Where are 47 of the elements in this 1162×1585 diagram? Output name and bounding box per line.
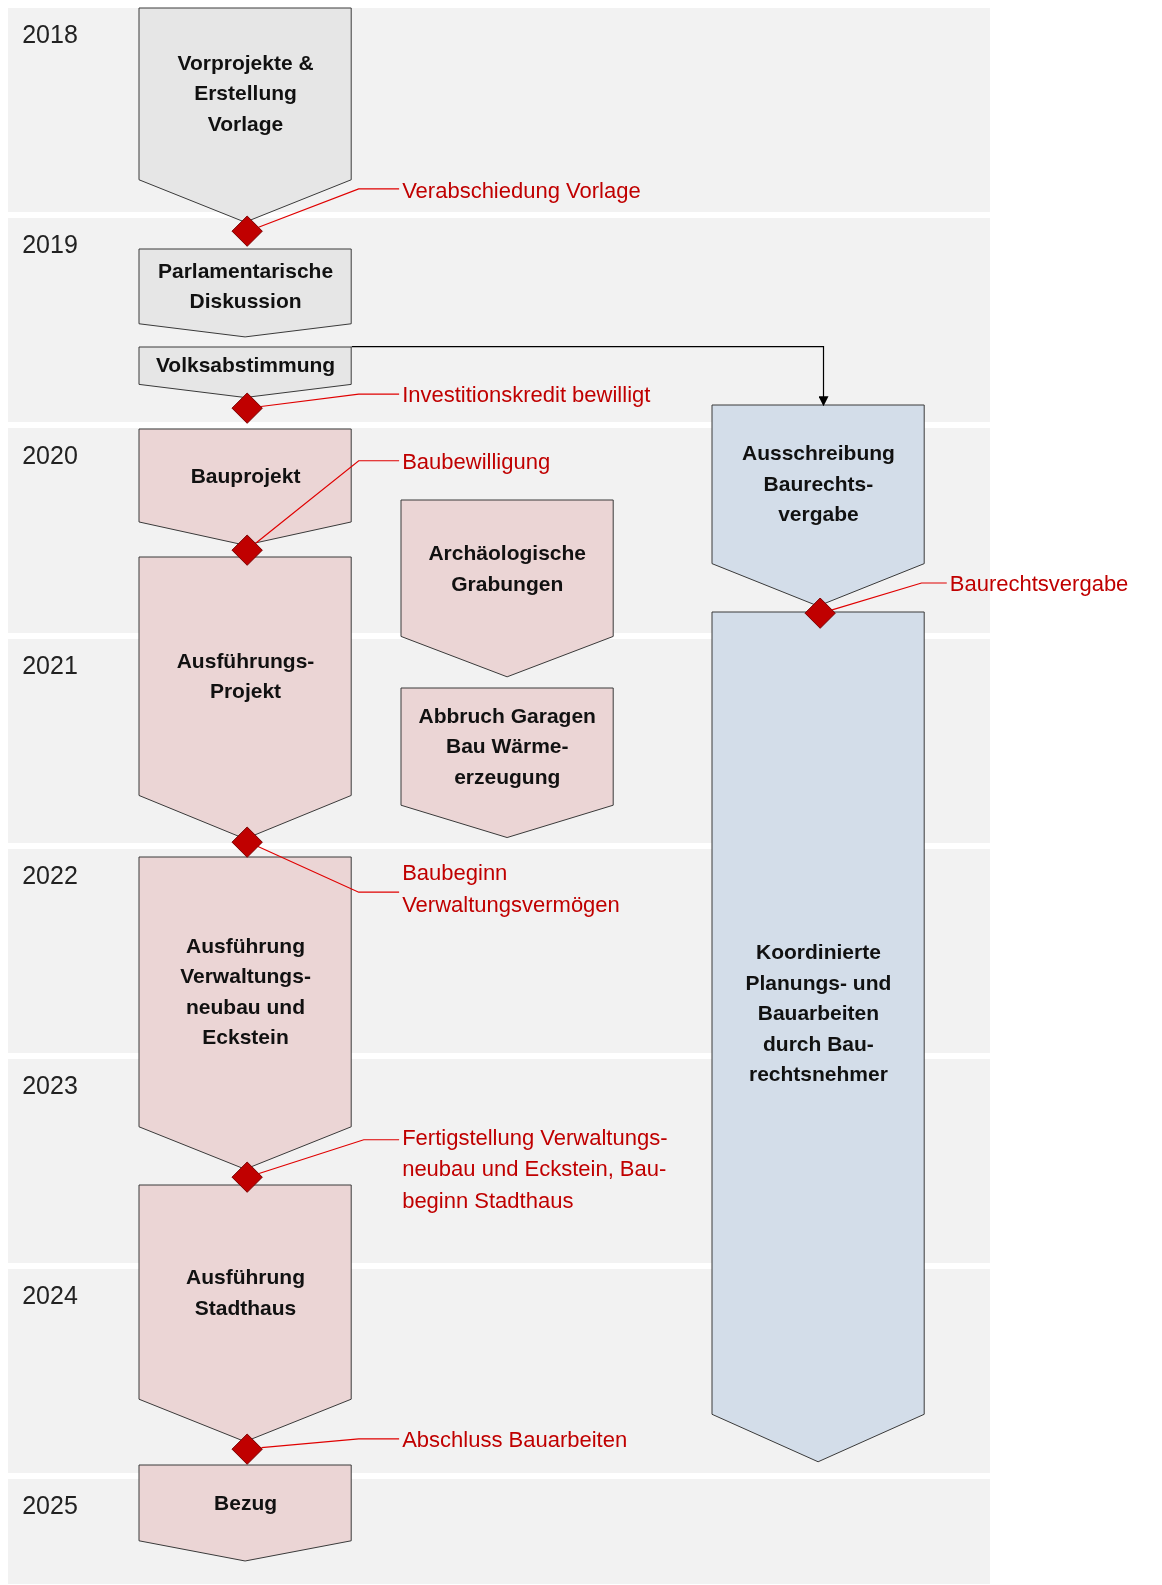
phase-label: Ausführungs- Projekt [175,647,316,704]
leader-line [260,393,400,408]
milestone-label: Investitionskredit bewilligt [402,378,651,411]
phase-label: Ausschreibung Baurechts- vergabe [741,440,896,528]
leader-line [255,460,400,544]
milestone-diamond [232,1433,263,1465]
phase-block [139,1185,352,1442]
milestone-label: Verabschiedung Vorlage [402,174,641,207]
milestone-diamond [805,598,836,629]
arrow [351,345,829,407]
phase-block [139,8,352,223]
year-label: 2018 [22,20,78,50]
milestone-label: Abschluss Bauarbeiten [402,1423,628,1456]
phase-label: Parlamentarische Diskussion [157,257,335,314]
phase-label: Abbruch Garagen Bau Wärme- erzeugung [417,703,597,790]
milestone-label: Baubeginn Verwaltungsvermögen [402,856,655,921]
year-label: 2022 [22,860,78,890]
phase-label: Ausführung Stadthaus [185,1263,306,1321]
year-label: 2025 [22,1491,78,1521]
leader-line [257,188,400,228]
milestone-diamond [232,393,263,424]
year-label: 2023 [22,1071,78,1101]
milestone-diamond [232,534,263,565]
phase-block [139,346,352,398]
phase-label: Bezug [214,1489,278,1516]
year-label: 2024 [22,1281,78,1311]
milestone-label: Baurechtsvergabe [949,567,1129,600]
phase-label: Vorprojekte & Erstellung Vorlage [176,50,315,138]
phase-block [139,248,352,337]
phase-block [139,856,352,1170]
year-label: 2020 [22,440,78,470]
phase-label: Bauprojekt [190,462,301,489]
phase-label: Ausführung Verwaltungs- neubau und Eckstein [179,932,312,1051]
milestone-diamond [232,1162,263,1193]
year-label: 2019 [22,230,78,260]
leader-line [258,1139,400,1175]
leader-line [257,845,400,893]
phase-block [139,1465,352,1562]
phase-label: Koordinierte Planungs- und Bauarbeiten durch Bau- rechtsnehmer [744,939,893,1088]
year-label: 2021 [22,650,78,680]
leader-line [260,1438,400,1449]
phase-label: Archäologische Grabungen [427,539,587,597]
phase-label: Volksabstimmung [155,352,336,379]
milestone-label: Baubewilligung [402,445,551,478]
milestone-label: Fertigstellung Verwaltungs- neubau und Eckstein, Bau- beginn Stadthaus [402,1121,706,1218]
phase-block [139,556,352,839]
phase-block [712,612,925,1463]
